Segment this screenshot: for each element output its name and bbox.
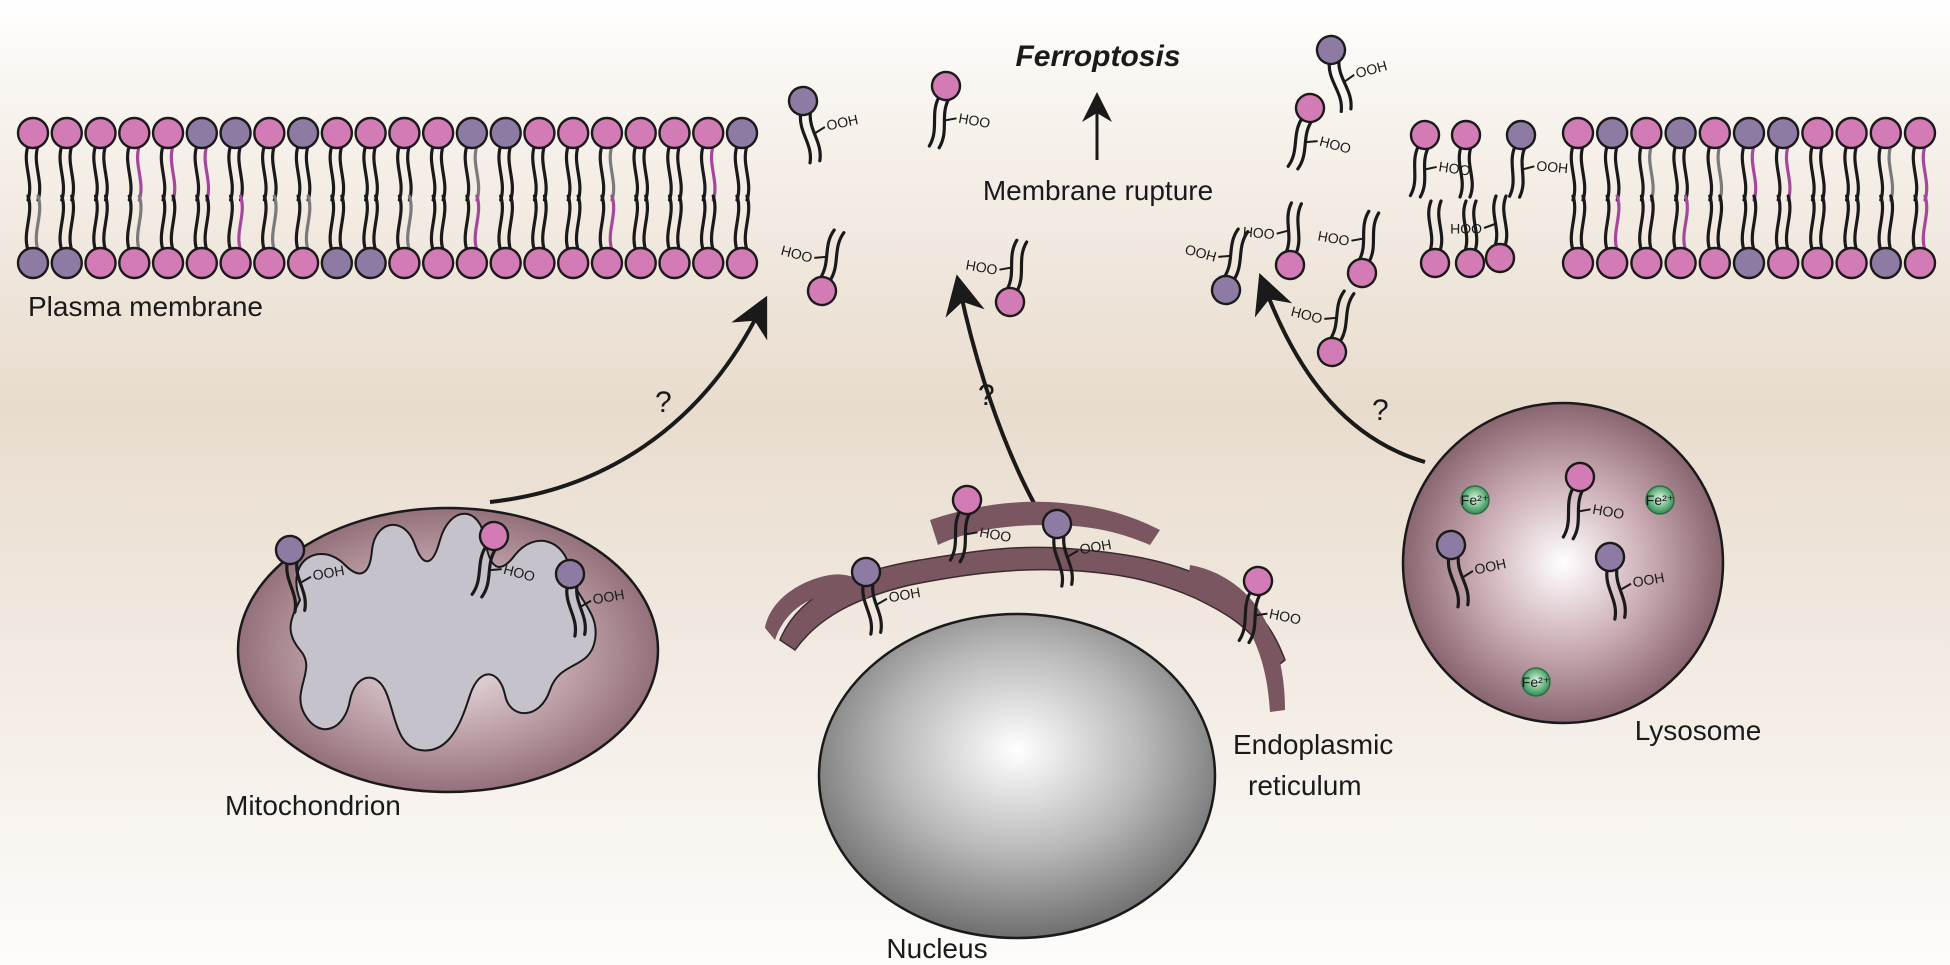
lipid: OOH <box>554 558 626 638</box>
lipid: HOO <box>1183 227 1250 306</box>
plasma-membrane-label: Plasma membrane <box>28 291 263 322</box>
plasma-membrane-right <box>1561 116 1937 280</box>
lipid: OOH <box>965 238 1029 318</box>
hydroperoxide-label: OOH <box>1473 555 1508 577</box>
hydroperoxide-label: OOH <box>1242 224 1275 243</box>
lipid: OOH <box>1435 529 1508 609</box>
lysosome-label: Lysosome <box>1635 715 1762 746</box>
iron-ion: Fe²⁺ <box>1521 667 1551 697</box>
hydroperoxide-label: OOH <box>1354 57 1389 81</box>
hydroperoxide-label: OOH <box>311 562 345 583</box>
hydroperoxide-label: OOH <box>779 242 814 266</box>
er-to-membrane-arrow <box>945 274 1037 506</box>
hydroperoxide-label: HOO <box>1268 605 1303 627</box>
hydroperoxide-label: OOH <box>887 584 921 605</box>
hydroperoxide-label: OOH <box>1289 303 1324 327</box>
iron-ion: Fe²⁺ <box>1460 485 1490 515</box>
svg-text:Fe²⁺: Fe²⁺ <box>1522 674 1550 690</box>
svg-text:Fe²⁺: Fe²⁺ <box>1646 492 1674 508</box>
nucleus-label: Nucleus <box>886 933 987 964</box>
hydroperoxide-label: HOO <box>1591 501 1625 522</box>
nucleus <box>817 612 1217 940</box>
iron-ion: Fe²⁺ <box>1645 485 1675 515</box>
lipid: OOH <box>1315 34 1389 114</box>
mitochondrion-cristae <box>289 512 597 752</box>
membrane-rupture-label: Membrane rupture <box>983 175 1213 206</box>
svg-text:Fe²⁺: Fe²⁺ <box>1461 492 1489 508</box>
lipid <box>1454 199 1486 279</box>
hydroperoxide-label: HOO <box>957 110 991 131</box>
endoplasmic-reticulum: HOO OOH OOH HOO <box>765 484 1303 712</box>
lipid: OOH <box>779 228 846 307</box>
lipid: OOH <box>1317 209 1381 289</box>
lipid: HOO <box>927 70 992 150</box>
hydroperoxide-label: OOH <box>1450 221 1482 237</box>
lipid: OOH <box>1505 119 1569 199</box>
lyso-to-membrane-arrow <box>1254 273 1426 464</box>
mito-to-membrane-arrow <box>489 295 768 504</box>
lysosome: Fe²⁺ Fe²⁺ Fe²⁺ HOO OOH OOH <box>1401 401 1725 725</box>
lipid: HOO <box>1237 565 1303 645</box>
question-mark-mito: ? <box>655 386 672 419</box>
lipid <box>1419 199 1451 279</box>
lipid: OOH <box>850 556 922 636</box>
lipid: OOH <box>787 85 860 165</box>
lipid: OOH <box>274 534 346 614</box>
lysosome-body <box>1401 401 1725 725</box>
lipid <box>1450 119 1482 199</box>
hydroperoxide-label: OOH <box>1317 228 1351 249</box>
hydroperoxide-label: OOH <box>1078 536 1112 557</box>
lipid: OOH <box>1041 508 1113 588</box>
er-label-line1: Endoplasmic <box>1233 729 1393 760</box>
lipid: HOO <box>948 484 1013 564</box>
lipid: OOH <box>1242 201 1306 281</box>
mitochondrion-label: Mitochondrion <box>225 790 401 821</box>
lipid: OOH <box>1289 289 1356 368</box>
lipid: OOH <box>1594 541 1666 621</box>
hydroperoxide-label: OOH <box>591 586 625 607</box>
diagram-title: Ferroptosis <box>1015 40 1180 73</box>
lipid: HOO <box>1561 461 1626 541</box>
hydroperoxide-label: OOH <box>965 257 999 278</box>
hydroperoxide-label: OOH <box>1631 569 1665 590</box>
question-mark-lyso: ? <box>1372 394 1389 427</box>
hydroperoxide-label: HOO <box>978 524 1012 545</box>
lipid: OOH <box>1450 194 1516 274</box>
hydroperoxide-label: HOO <box>1438 158 1472 178</box>
lipid: HOO <box>1408 119 1472 199</box>
hydroperoxide-label: OOH <box>825 111 860 133</box>
plasma-membrane-left <box>16 116 759 280</box>
question-mark-er: ? <box>978 379 995 412</box>
hydroperoxide-label: OOH <box>1536 157 1569 176</box>
er-label-line2: reticulum <box>1248 770 1362 801</box>
